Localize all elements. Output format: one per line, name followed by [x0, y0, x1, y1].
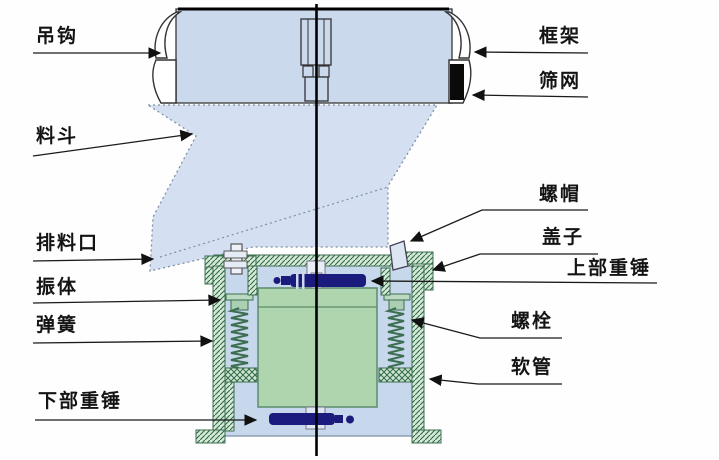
- label-upper-weight: 上部重锤: [567, 257, 652, 279]
- nut-right: [389, 240, 409, 271]
- housing-foot-right: [411, 429, 442, 444]
- sieve-mesh-strip: [450, 64, 464, 100]
- label-hook: 吊钩: [36, 25, 79, 47]
- leader-vibrating-body: [32, 294, 222, 307]
- spring-left-base: [223, 367, 258, 383]
- leader-nut: [409, 209, 588, 242]
- label-spring: 弹簧: [36, 314, 79, 336]
- hopper-shape: [145, 104, 439, 272]
- spring-right-base: [378, 367, 414, 383]
- leader-cover: [431, 253, 598, 272]
- housing-wall-left: [212, 265, 226, 433]
- leader-bolt: [410, 317, 562, 339]
- label-vibrating-body: 振体: [36, 276, 79, 298]
- leader-hopper: [32, 129, 194, 157]
- leader-discharge-port: [32, 253, 155, 266]
- leader-lines: [32, 46, 658, 426]
- label-hose: 软管: [511, 356, 554, 378]
- housing-foot-left: [195, 429, 226, 444]
- label-frame: 框架: [539, 25, 582, 47]
- leader-sieve-mesh: [471, 89, 589, 102]
- leader-upper-weight: [370, 275, 658, 287]
- label-hopper: 料斗: [36, 125, 79, 147]
- label-sieve-mesh: 筛网: [539, 70, 582, 92]
- label-cover: 盖子: [542, 226, 585, 248]
- label-nut: 螺帽: [539, 183, 582, 205]
- housing-wall-right: [411, 265, 425, 433]
- leader-frame: [473, 46, 589, 58]
- label-discharge-port: 排料口: [36, 232, 100, 254]
- label-lower-weight: 下部重锤: [38, 390, 123, 412]
- sieve-drum: [152, 7, 472, 104]
- lifting-hook-left: [152, 11, 183, 104]
- inner-wall-left-lower: [224, 381, 235, 432]
- leader-hose: [428, 374, 562, 387]
- inner-wall-left-upper: [247, 265, 258, 296]
- bolt-fixture-left: [223, 243, 248, 275]
- label-bolt: 螺栓: [511, 310, 554, 332]
- leader-spring: [32, 335, 214, 347]
- vibrator-housing: [195, 240, 442, 444]
